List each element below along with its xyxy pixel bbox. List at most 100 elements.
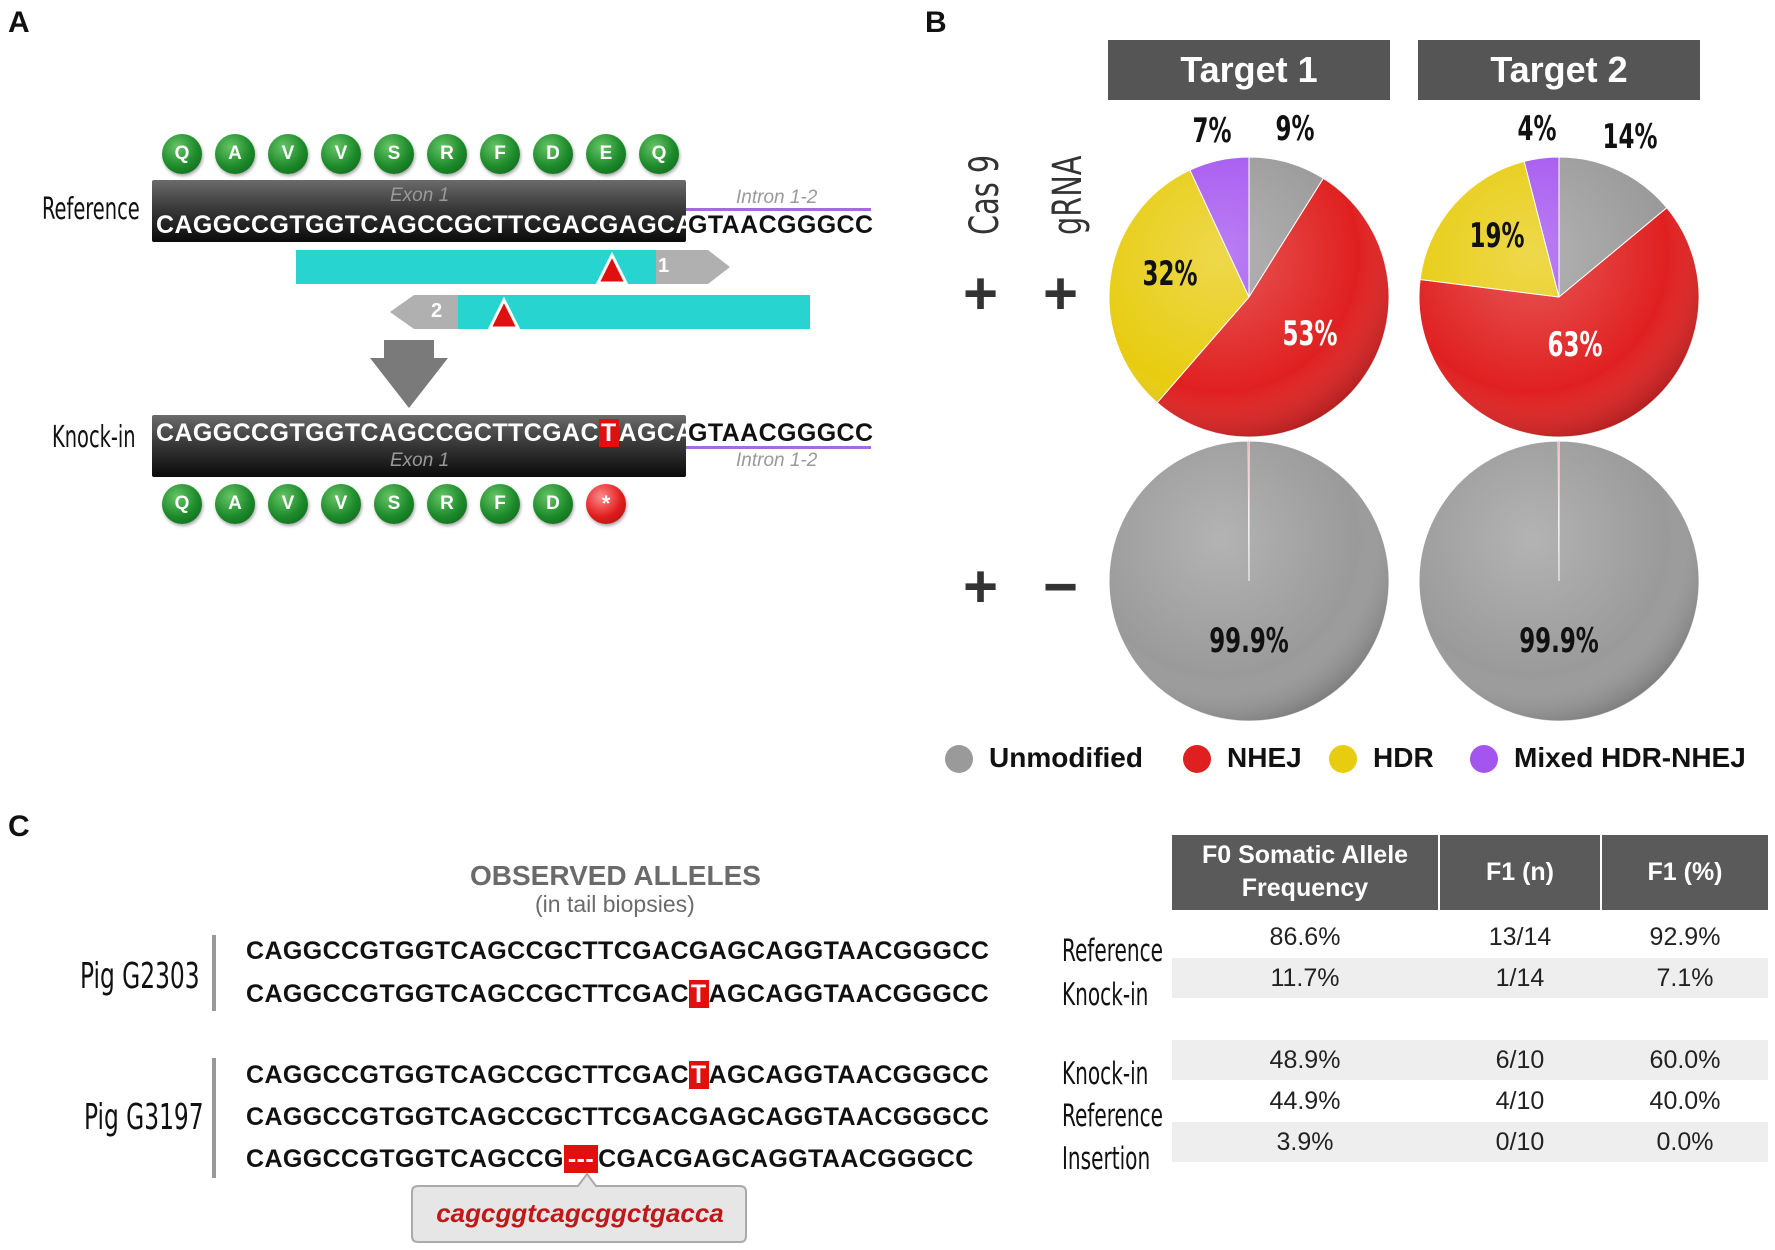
table-cell: 11.7%: [1270, 964, 1340, 992]
seq-ins-post: CGACGAGCAGGTAACGGGCC: [598, 1145, 974, 1173]
pie-slice-label: 99.9%: [1519, 621, 1599, 661]
cut-site-2-icon: [487, 296, 521, 330]
allele-seq-g2303-knockin: CAGGCCGTGGTCAGCCGCTTCGACTAGCAGGTAACGGGCC: [246, 980, 989, 1009]
observed-alleles-subtitle: (in tail biopsies): [535, 891, 695, 917]
reference-exon-label: Exon 1: [390, 185, 450, 206]
table-cell: 7.1%: [1656, 964, 1714, 992]
pie-slice-label: 9%: [1276, 109, 1315, 149]
allele-seq-g2303-reference: CAGGCCGTGGTCAGCCGCTTCGACGAGCAGGTAACGGGCC: [246, 937, 990, 965]
insertion-callout: [411, 1172, 747, 1243]
aa-circle-ref: V: [321, 134, 361, 174]
legend-label: NHEJ: [1227, 742, 1302, 773]
legend-swatch: [945, 745, 973, 773]
cas9-plus-row2: +: [963, 553, 999, 620]
panel-label-a: A: [8, 6, 30, 39]
allele-row-label: Insertion: [1062, 1141, 1151, 1177]
guide-1-label: 1: [658, 255, 670, 277]
table-cell: 4/10: [1495, 1087, 1545, 1115]
target-2-header: Target 2: [1418, 40, 1700, 100]
knockin-intron-sequence: GTAACGGGCC: [688, 419, 874, 447]
seq-ki-post: AGCAGGTAACGGGCC: [708, 1061, 990, 1089]
table-header-f1p: F1 (%): [1602, 835, 1768, 910]
table-header-f1n: F1 (n): [1440, 835, 1600, 910]
aa-circle-ref: V: [268, 134, 308, 174]
legend-label: Mixed HDR-NHEJ: [1514, 742, 1746, 773]
reference-intron-line: [686, 208, 871, 211]
table-cell: 44.9%: [1269, 1087, 1341, 1115]
table-cell: 0.0%: [1656, 1128, 1714, 1156]
pie-shading: [1419, 157, 1699, 437]
knockin-label: Knock-in: [52, 420, 136, 455]
aa-circle-ref: R: [427, 134, 467, 174]
table-cell: 1/14: [1495, 964, 1545, 992]
legend-swatch: [1470, 745, 1498, 773]
pie-shading: [1419, 441, 1699, 721]
allele-row-label: Reference: [1062, 933, 1163, 969]
knockin-seq-post: AGCAG: [618, 419, 714, 447]
legend-swatch: [1183, 745, 1211, 773]
seq-ins-pre: CAGGCCGTGGTCAGCCG: [246, 1145, 564, 1173]
aa-circle-knockin: A: [215, 484, 255, 524]
cut-site-1-icon: [595, 251, 629, 285]
cas9-plus-row1: +: [963, 260, 999, 327]
down-arrow-icon: [370, 340, 448, 408]
reference-label: Reference: [42, 192, 140, 227]
pie-slice-label: 99.9%: [1209, 621, 1289, 661]
table-cell: 40.0%: [1649, 1087, 1721, 1115]
table-cell: 0/10: [1495, 1128, 1545, 1156]
aa-circle-knockin: S: [374, 484, 414, 524]
pie-slice-label: 19%: [1470, 216, 1525, 256]
seq-ki-pre: CAGGCCGTGGTCAGCCGCTTCGAC: [246, 980, 689, 1008]
table-header-f0: F0 Somatic Allele Frequency: [1172, 835, 1438, 910]
guide-rna-diagram: [296, 250, 810, 330]
table-row-band: [1172, 1040, 1768, 1080]
table-cell: 48.9%: [1269, 1046, 1341, 1074]
table-cell: 60.0%: [1649, 1046, 1721, 1074]
table-row-band: [1172, 958, 1768, 998]
table-cell: 92.9%: [1649, 923, 1721, 951]
pie-slice-label: 4%: [1518, 109, 1557, 149]
pie-slice-label: 63%: [1548, 325, 1603, 365]
aa-circle-ref: Q: [639, 134, 679, 174]
allele-seq-g3197-reference: CAGGCCGTGGTCAGCCGCTTCGACGAGCAGGTAACGGGCC: [246, 1103, 990, 1131]
aa-stop-codon: *: [586, 484, 626, 524]
insertion-sequence: cagcggtcagcggctgacca: [436, 1198, 724, 1228]
target-1-header: Target 1: [1108, 40, 1390, 100]
knockin-mutation: T: [598, 419, 619, 447]
pie-slice-label: 32%: [1143, 254, 1198, 294]
reference-exon-sequence: CAGGCCGTGGTCAGCCGCTTCGACGAGCAG: [156, 211, 714, 239]
allele-row-label: Reference: [1062, 1098, 1163, 1134]
pig-g2303-label: Pig G2303: [80, 956, 200, 997]
aa-circle-knockin: F: [480, 484, 520, 524]
allele-seq-g3197-knockin: CAGGCCGTGGTCAGCCGCTTCGACTAGCAGGTAACGGGCC: [246, 1061, 989, 1090]
reference-intron-label: Intron 1-2: [736, 187, 818, 208]
seq-ki-pre: CAGGCCGTGGTCAGCCGCTTCGAC: [246, 1061, 689, 1089]
seq-ki-post: AGCAGGTAACGGGCC: [708, 980, 990, 1008]
knockin-intron-line: [686, 446, 871, 449]
seq-ins-mark: ---: [563, 1145, 599, 1173]
panel-label-b: B: [925, 6, 947, 39]
knockin-exon-label: Exon 1: [390, 450, 450, 471]
guide-2-label: 2: [431, 300, 443, 322]
reference-exon-bar: [152, 180, 686, 242]
seq-ki-mutation: T: [688, 1061, 709, 1089]
reference-intron-sequence: GTAACGGGCC: [688, 211, 874, 239]
table-cell: 13/14: [1488, 923, 1552, 951]
table-header-f0-text: F0 Somatic Allele Frequency: [1201, 841, 1409, 902]
knockin-seq-pre: CAGGCCGTGGTCAGCCGCTTCGAC: [156, 419, 599, 447]
aa-circle-knockin: V: [321, 484, 361, 524]
pie-slice-label: 53%: [1283, 314, 1338, 354]
pie-shading: [1109, 441, 1389, 721]
aa-circle-ref: A: [215, 134, 255, 174]
allele-seq-g3197-insertion: CAGGCCGTGGTCAGCCG---CGACGAGCAGGTAACGGGCC: [246, 1145, 974, 1174]
legend-swatch: [1329, 745, 1357, 773]
legend-label: Unmodified: [989, 742, 1143, 773]
table-cell: 6/10: [1495, 1046, 1545, 1074]
seq-ki-mutation: T: [688, 980, 709, 1008]
pie-charts: 9%53%32%7%14%63%19%4%99.9%99.9%: [1108, 109, 1700, 722]
allele-row-label: Knock-in: [1062, 1056, 1149, 1092]
aa-circle-ref: F: [480, 134, 520, 174]
pig-g2303-bracket: [212, 935, 216, 1011]
table-cell: 3.9%: [1276, 1128, 1334, 1156]
pig-g3197-bracket: [212, 1058, 216, 1178]
